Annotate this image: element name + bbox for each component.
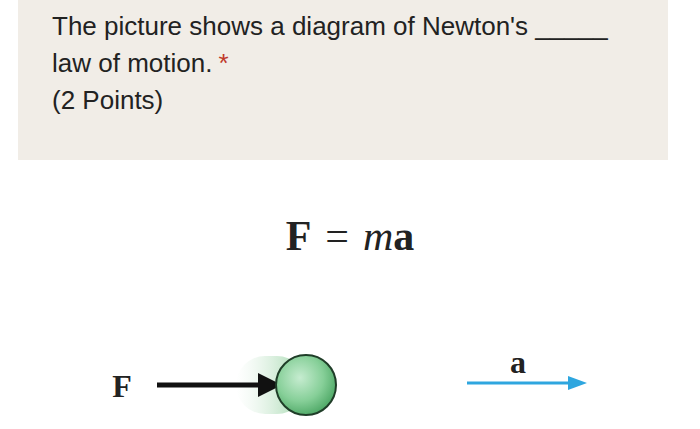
required-mark: * — [218, 48, 228, 78]
force-label: F — [112, 368, 132, 405]
acceleration-arrowhead — [568, 376, 587, 390]
ball — [276, 355, 336, 415]
equation: F = ma — [286, 212, 415, 260]
acceleration-arrow — [467, 382, 572, 385]
force-symbol: F — [286, 213, 312, 259]
acceleration-symbol: a — [393, 213, 414, 259]
acceleration-label: a — [510, 344, 526, 381]
points-note: (2 Points) — [52, 85, 163, 115]
question-text: The picture shows a diagram of Newton's … — [52, 8, 612, 119]
equals-sign: = — [325, 213, 349, 259]
mass-symbol: m — [363, 213, 393, 259]
question-title: The picture shows a diagram of Newton's … — [52, 11, 608, 78]
force-arrow — [157, 383, 262, 388]
